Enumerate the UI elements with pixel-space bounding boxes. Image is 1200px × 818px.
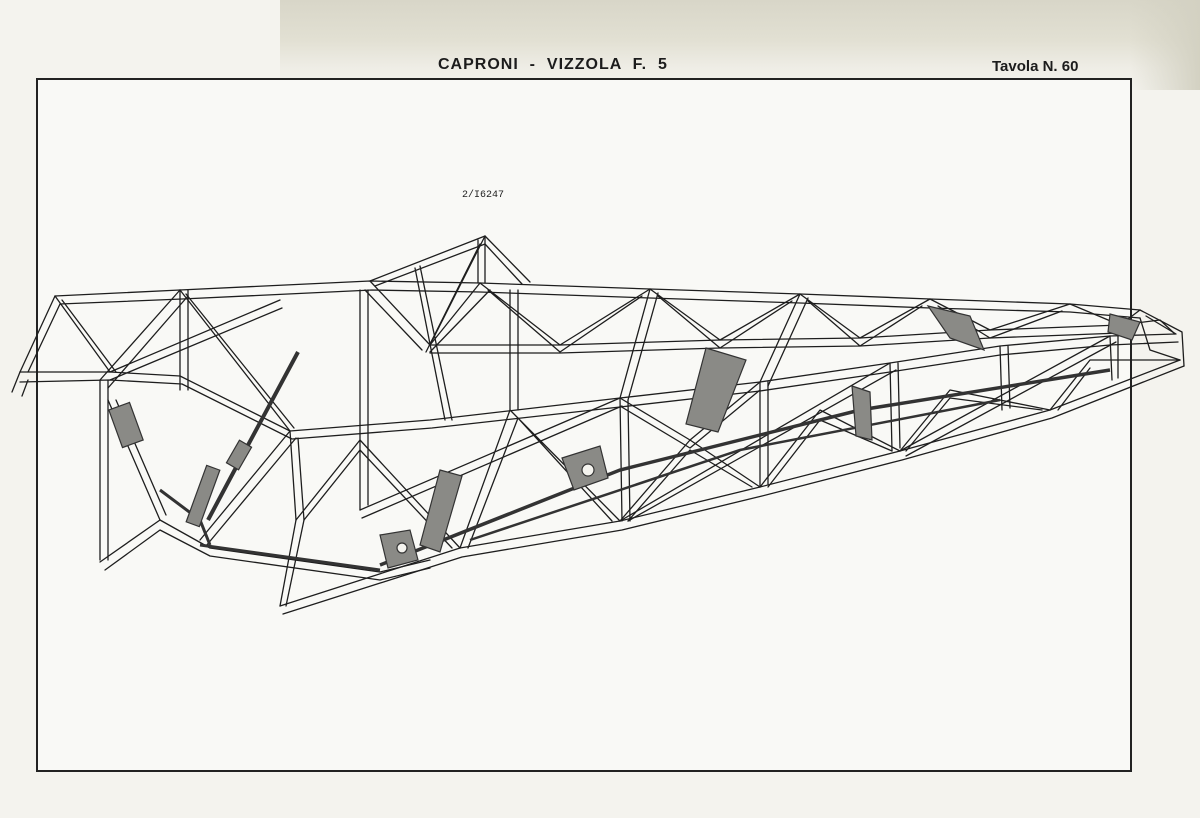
paper-stain-edge bbox=[1130, 0, 1200, 90]
drawing-code: 2/I6247 bbox=[462, 190, 505, 201]
top-longeron-left bbox=[54, 280, 1141, 319]
tail-cone bbox=[1119, 309, 1185, 367]
fitting-bracket-3 bbox=[419, 469, 463, 553]
fitting-bracket-4 bbox=[561, 445, 609, 491]
vertical-posts bbox=[289, 288, 1119, 522]
fitting-bracket-1 bbox=[108, 401, 144, 449]
control-rod-main bbox=[199, 368, 1111, 572]
drawing-frame bbox=[36, 78, 1132, 772]
paper-stain bbox=[280, 0, 1200, 90]
fitting-bracket-5 bbox=[685, 347, 747, 433]
fitting-bracket-8 bbox=[1107, 313, 1141, 341]
control-stick bbox=[206, 351, 300, 521]
fitting-bracket-2 bbox=[379, 529, 419, 569]
fitting-bracket-7 bbox=[926, 305, 986, 352]
fitting-bracket-6 bbox=[851, 385, 873, 441]
bottom-longeron bbox=[99, 359, 1185, 615]
nose-frame bbox=[11, 289, 295, 561]
document-title: CAPRONI - VIZZOLA F. 5 bbox=[438, 56, 668, 73]
plate-number: Tavola N. 60 bbox=[992, 58, 1079, 75]
canopy-frame bbox=[369, 235, 531, 421]
pedal-linkage bbox=[159, 464, 221, 546]
